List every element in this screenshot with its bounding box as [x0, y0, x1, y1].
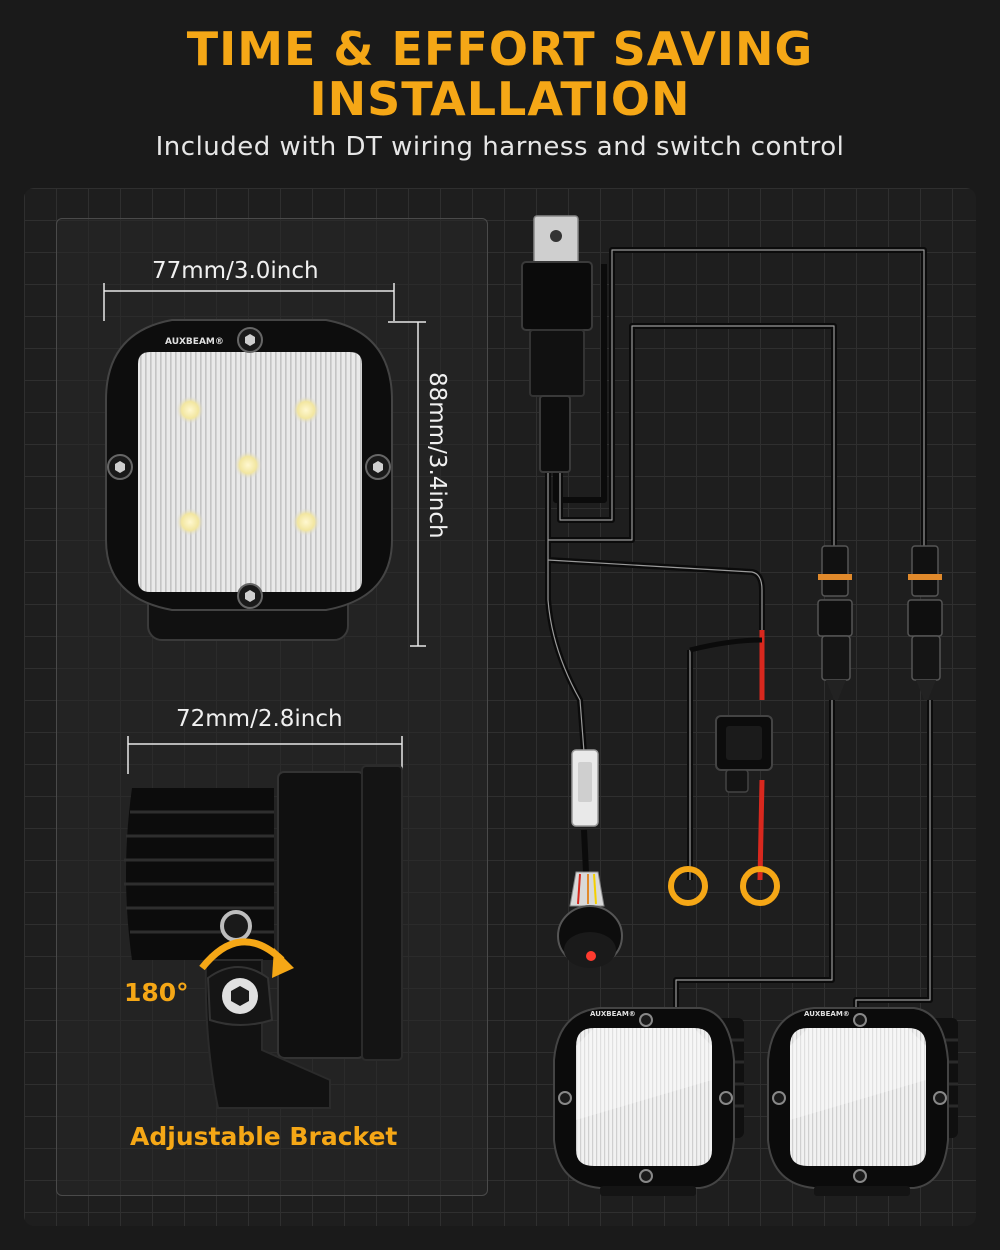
page-title-line1: TIME & EFFORT SAVING [186, 22, 814, 76]
side-width-label: 72mm/2.8inch [176, 706, 343, 732]
page-subtitle: Included with DT wiring harness and swit… [155, 132, 845, 162]
side-view-light [124, 765, 403, 1109]
front-height-dimension-line [388, 321, 426, 647]
front-width-dimension-line [103, 283, 395, 321]
rocker-switch [557, 871, 623, 968]
switch-connector [571, 749, 599, 827]
dt-connector-left [817, 545, 853, 700]
dt-connector-right [907, 545, 943, 700]
relay [521, 215, 593, 473]
pod-light-left [553, 1007, 744, 1196]
bracket-caption: Adjustable Bracket [130, 1122, 398, 1151]
ring-terminal-positive [740, 866, 780, 906]
fuse-holder [715, 715, 773, 793]
front-width-label: 77mm/3.0inch [152, 258, 319, 284]
rotation-label: 180° [124, 978, 189, 1007]
left-pod-logo: AUXBEAM® [590, 1010, 636, 1018]
front-light-logo: AUXBEAM® [165, 337, 224, 347]
ring-terminal-negative [668, 866, 708, 906]
pod-light-right [767, 1007, 958, 1196]
wiring-harness [545, 247, 933, 1020]
front-view-light [105, 319, 393, 641]
page-title-line2: INSTALLATION [309, 72, 691, 126]
right-pod-logo: AUXBEAM® [804, 1010, 850, 1018]
side-width-dimension-line [127, 736, 403, 774]
